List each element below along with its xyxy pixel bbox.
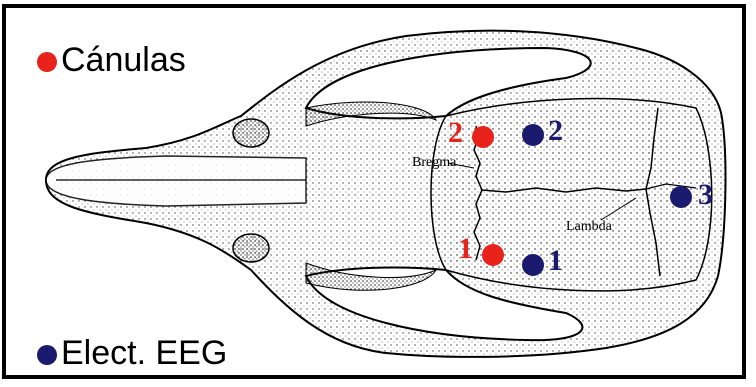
eeg-number-2: 2 bbox=[548, 116, 563, 146]
cannula-marker-2 bbox=[472, 126, 494, 148]
legend-eeg-dot bbox=[37, 345, 57, 365]
legend-eeg-label: Elect. EEG bbox=[61, 336, 227, 370]
eeg-number-1: 1 bbox=[548, 246, 563, 276]
lambda-label: Lambda bbox=[566, 220, 612, 234]
bregma-label: Bregma bbox=[412, 156, 456, 170]
eeg-marker-1 bbox=[522, 254, 544, 276]
cannula-number-1: 1 bbox=[458, 234, 473, 264]
eeg-marker-3 bbox=[670, 186, 692, 208]
nasal-bones bbox=[46, 156, 306, 206]
cannula-marker-1 bbox=[482, 244, 504, 266]
eeg-number-3: 3 bbox=[698, 180, 713, 210]
eeg-marker-2 bbox=[522, 124, 544, 146]
figure-frame: Cánulas Elect. EEG Bregma Lambda 2 1 2 1… bbox=[2, 4, 746, 379]
legend-cannula-dot bbox=[37, 52, 57, 72]
cannula-number-2: 2 bbox=[448, 118, 463, 148]
legend-cannula-label: Cánulas bbox=[61, 43, 186, 77]
